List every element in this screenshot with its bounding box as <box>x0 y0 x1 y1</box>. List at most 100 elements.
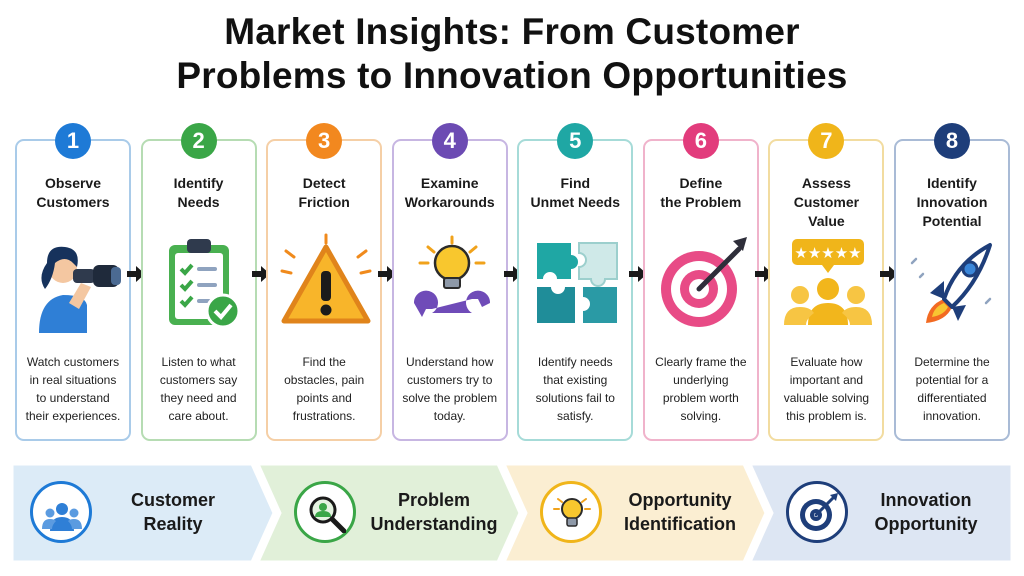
step-description-line: Identify needs <box>537 355 613 369</box>
step-description-line: solving. <box>680 409 722 423</box>
step-description-line: innovation. <box>922 409 982 423</box>
step-title-line: Friction <box>298 194 350 210</box>
step-description-line: solve the problem <box>402 391 498 405</box>
step-description-line: Clearly frame the <box>655 355 747 369</box>
rated-group-icon: ★★★★★ <box>778 233 878 333</box>
person-search-icon <box>294 481 356 543</box>
rocket-icon <box>904 233 1004 333</box>
step-title-line: Identify <box>173 175 224 191</box>
step-description-line: in real situations <box>29 373 117 387</box>
step-title-line: Examine <box>420 175 479 191</box>
step-number-badge: 6 <box>682 123 719 159</box>
step-description-line: Determine the <box>914 355 990 369</box>
step-number-badge: 7 <box>808 123 845 159</box>
arrow-right-icon <box>627 263 649 285</box>
phase-label-line: Identification <box>624 514 736 534</box>
arrow-right-icon <box>376 263 398 285</box>
step-number-badge: 3 <box>306 123 343 159</box>
page-title: Market Insights: From Customer Problems … <box>0 10 1024 98</box>
step-title-line: Define <box>679 175 723 191</box>
clipboard-checklist-icon <box>151 233 251 333</box>
step-description-line: underlying <box>673 373 729 387</box>
step-description-line: to understand <box>36 391 110 405</box>
arrow-right-icon <box>753 263 775 285</box>
step-number-badge: 4 <box>431 123 468 159</box>
step-title-line: Customers <box>36 194 110 210</box>
step-description-line: that existing <box>543 373 608 387</box>
step-description-line: Understand how <box>406 355 494 369</box>
step-description-line: differentiated <box>917 391 987 405</box>
step-title-line: Needs <box>177 194 220 210</box>
title-line-2: Problems to Innovation Opportunities <box>176 55 848 96</box>
arrow-right-icon <box>250 263 272 285</box>
lightbulb-icon <box>540 481 602 543</box>
lightbulb-wrench-icon <box>402 233 502 333</box>
binoculars-person-icon <box>25 233 125 333</box>
step-title-line: Innovation <box>916 194 988 210</box>
step-title-line: Identify <box>927 175 977 191</box>
step-title-line: Find <box>560 175 591 191</box>
phase-label-line: Opportunity <box>628 490 732 510</box>
step-description-line: satisfy. <box>557 409 594 423</box>
step-title-line: Customer Value <box>793 194 860 229</box>
step-title-line: the Problem <box>660 194 742 210</box>
step-description-line: Watch customers <box>26 355 120 369</box>
step-description-line: Evaluate how <box>790 355 863 369</box>
step-description-line: points and <box>296 391 352 405</box>
people-group-icon <box>30 481 92 543</box>
step-description: Determine the potential for a differentiat… <box>902 353 1002 425</box>
step-description-line: potential for a <box>915 373 989 387</box>
step-number-badge: 8 <box>934 123 970 159</box>
step-title-line: Potential <box>922 213 982 229</box>
phase-label-line: Reality <box>143 514 203 534</box>
phase-label-line: Customer <box>130 490 215 510</box>
step-description-line: important and <box>789 373 864 387</box>
step-description-line: today. <box>433 409 466 423</box>
step-description: Watch customers in real situations to unde… <box>23 353 123 425</box>
step-description-line: this problem is. <box>786 409 867 423</box>
title-line-1: Market Insights: From Customer <box>224 11 800 52</box>
step-description-line: frustrations. <box>292 409 356 423</box>
step-description-line: solutions fail to <box>535 391 615 405</box>
step-title-line: Assess <box>801 175 851 191</box>
step-description-line: their experiences. <box>25 409 121 423</box>
step-description-line: Listen to what <box>161 355 236 369</box>
step-description: Identify needs that existing solutions fai… <box>525 353 625 425</box>
step-description-line: obstacles, pain <box>284 373 365 387</box>
step-title-line: Observe <box>44 175 102 191</box>
phase-label-line: Understanding <box>370 514 498 534</box>
step-description-line: valuable solving <box>783 391 870 405</box>
puzzle-pieces-icon <box>527 233 627 333</box>
arrow-right-icon <box>502 263 524 285</box>
svg-text:★★★★★: ★★★★★ <box>795 244 862 262</box>
step-title-line: Unmet Needs <box>530 194 621 210</box>
warning-triangle-icon <box>276 233 376 333</box>
step-title-line: Detect <box>302 175 346 191</box>
arrow-right-icon <box>878 263 900 285</box>
